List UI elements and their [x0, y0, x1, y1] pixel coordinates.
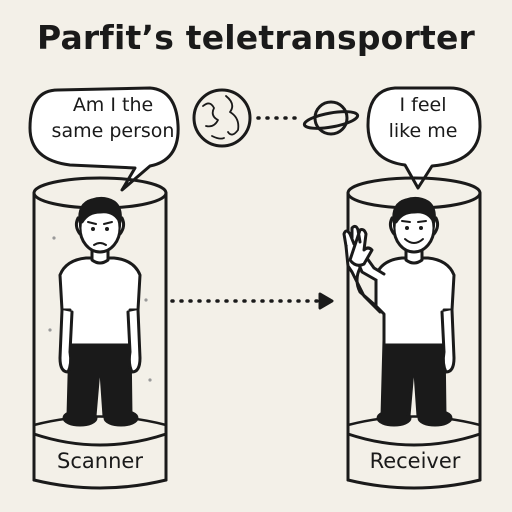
ringed-planet-icon [302, 100, 360, 136]
scanner-label: Scanner [57, 449, 143, 473]
dotted-arrow-icon [170, 292, 334, 310]
speech-text-left: Am I the same person [48, 92, 178, 144]
person-left [58, 196, 142, 427]
speech-text-right: I feel like me [368, 92, 478, 144]
receiver-label: Receiver [369, 449, 461, 473]
speech-left-line2: same person [51, 120, 175, 142]
page-title: Parfit’s teletransporter [36, 18, 476, 57]
speech-right-line2: like me [388, 120, 458, 142]
speech-right-line1: I feel [399, 94, 447, 116]
speech-left-line1: Am I the [72, 94, 154, 116]
person-right [342, 196, 456, 427]
earth-globe-icon [192, 88, 252, 148]
